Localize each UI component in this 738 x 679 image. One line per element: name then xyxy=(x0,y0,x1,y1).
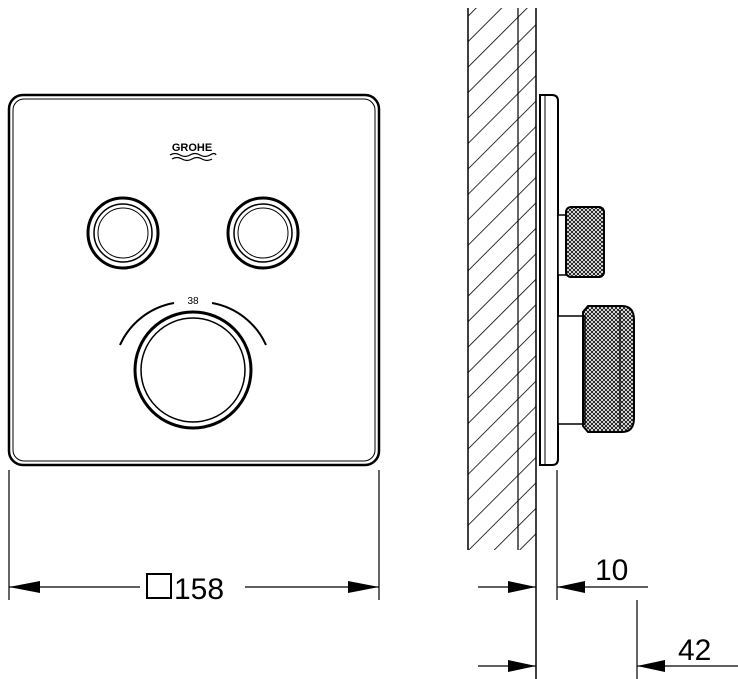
svg-text:42: 42 xyxy=(678,634,711,667)
square-symbol-icon xyxy=(146,573,172,599)
side-view: 10 42 xyxy=(467,8,738,679)
button-profile xyxy=(557,206,605,278)
projection-dimension-42: 42 xyxy=(478,600,738,679)
knob-profile xyxy=(557,305,635,433)
width-label: 158 xyxy=(174,573,224,606)
projection-dimension-10: 10 xyxy=(478,470,648,600)
cover-plate-inner xyxy=(12,98,376,462)
thermostat-knob: 38 xyxy=(119,296,267,430)
plate-profile xyxy=(539,94,559,466)
front-view: GROHE 38 xyxy=(7,93,381,606)
grohe-logo: GROHE xyxy=(169,142,217,162)
temperature-mark: 38 xyxy=(187,296,199,307)
svg-text:GROHE: GROHE xyxy=(172,142,212,154)
button-right xyxy=(226,196,300,270)
width-dimension: 158 xyxy=(8,470,380,606)
cover-plate-outer xyxy=(7,93,381,467)
svg-text:10: 10 xyxy=(595,554,628,587)
wall-hatch xyxy=(468,8,518,550)
button-left xyxy=(86,196,160,270)
